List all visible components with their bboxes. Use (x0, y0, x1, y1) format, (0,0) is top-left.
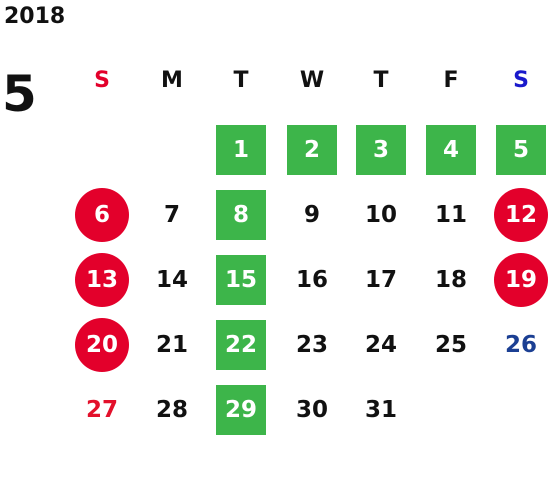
day-cell-8[interactable]: 8 (216, 190, 266, 240)
day-cell-1[interactable]: 1 (216, 125, 266, 175)
day-cell-7[interactable]: 7 (163, 202, 180, 228)
weekday-label-wed: W (299, 68, 325, 93)
day-cell-14[interactable]: 14 (155, 267, 188, 293)
day-cell-24[interactable]: 24 (364, 332, 397, 358)
day-cell-29[interactable]: 29 (216, 385, 266, 435)
day-cell-28[interactable]: 28 (155, 397, 188, 423)
weekday-label-thu: T (373, 68, 389, 93)
weekday-label-mon: M (161, 68, 183, 93)
day-cell-12[interactable]: 12 (494, 188, 548, 242)
day-cell-3[interactable]: 3 (356, 125, 406, 175)
day-cell-27[interactable]: 27 (85, 397, 118, 423)
day-cell-19[interactable]: 19 (494, 253, 548, 307)
weekday-label-tue: T (233, 68, 249, 93)
day-cell-21[interactable]: 21 (155, 332, 188, 358)
day-cell-23[interactable]: 23 (295, 332, 328, 358)
day-cell-17[interactable]: 17 (364, 267, 397, 293)
day-cell-13[interactable]: 13 (75, 253, 129, 307)
day-cell-10[interactable]: 10 (364, 202, 397, 228)
day-cell-18[interactable]: 18 (434, 267, 467, 293)
weekday-label-fri: F (443, 68, 459, 93)
day-cell-4[interactable]: 4 (426, 125, 476, 175)
weekday-label-sat: S (513, 68, 529, 93)
day-cell-22[interactable]: 22 (216, 320, 266, 370)
day-cell-5[interactable]: 5 (496, 125, 546, 175)
day-cell-31[interactable]: 31 (364, 397, 397, 423)
day-cell-30[interactable]: 30 (295, 397, 328, 423)
day-cell-20[interactable]: 20 (75, 318, 129, 372)
day-cell-15[interactable]: 15 (216, 255, 266, 305)
month-number: 5 (2, 65, 37, 123)
day-cell-25[interactable]: 25 (434, 332, 467, 358)
day-cell-6[interactable]: 6 (75, 188, 129, 242)
day-cell-9[interactable]: 9 (303, 202, 320, 228)
year-label: 2018 (4, 4, 66, 29)
day-cell-11[interactable]: 11 (434, 202, 467, 228)
day-cell-16[interactable]: 16 (295, 267, 328, 293)
day-cell-26[interactable]: 26 (504, 332, 537, 358)
weekday-label-sun: S (94, 68, 110, 93)
day-cell-2[interactable]: 2 (287, 125, 337, 175)
